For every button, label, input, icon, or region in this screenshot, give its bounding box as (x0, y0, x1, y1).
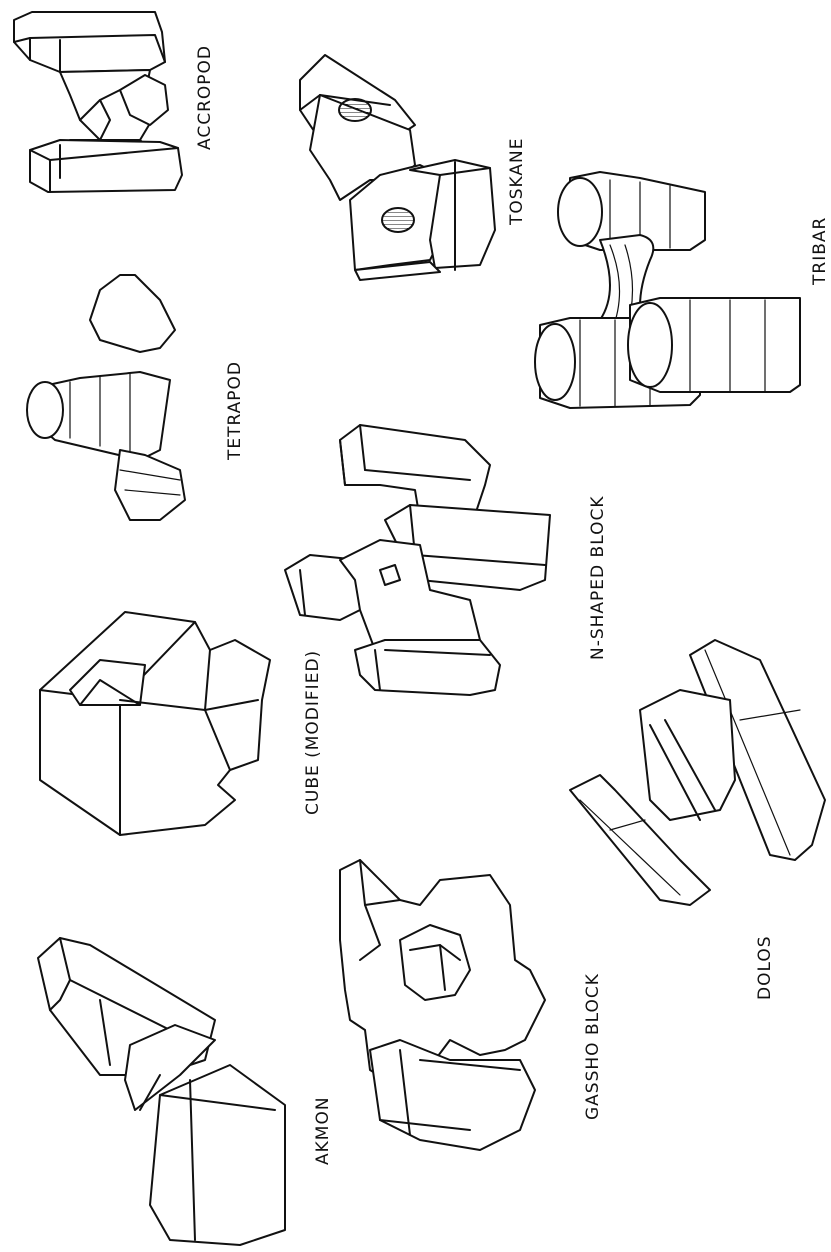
dolos-drawing (569, 639, 826, 906)
akmon-drawing (37, 937, 286, 1246)
gassho-block-label: GASSHO BLOCK (583, 973, 603, 1120)
toskane-label: TOSKANE (507, 138, 527, 227)
tetrapod-label: TETRAPOD (225, 361, 245, 461)
tetrapod-drawing (26, 274, 186, 521)
n-shaped-block-label: N-SHAPED BLOCK (588, 496, 608, 660)
gassho-block-drawing (339, 859, 546, 1151)
dolos-label: DOLOS (755, 935, 775, 1000)
cube-modified-drawing (39, 611, 271, 836)
accropod-drawing (13, 11, 183, 193)
n-shaped-block-drawing (284, 424, 551, 696)
tribar-drawing (534, 171, 801, 409)
accropod-label: ACCROPOD (195, 45, 215, 150)
tribar-label: TRIBAR (810, 217, 830, 286)
cube-modified-label: CUBE (MODIFIED) (303, 650, 323, 815)
akmon-label: AKMON (313, 1096, 333, 1165)
toskane-drawing (299, 54, 496, 281)
